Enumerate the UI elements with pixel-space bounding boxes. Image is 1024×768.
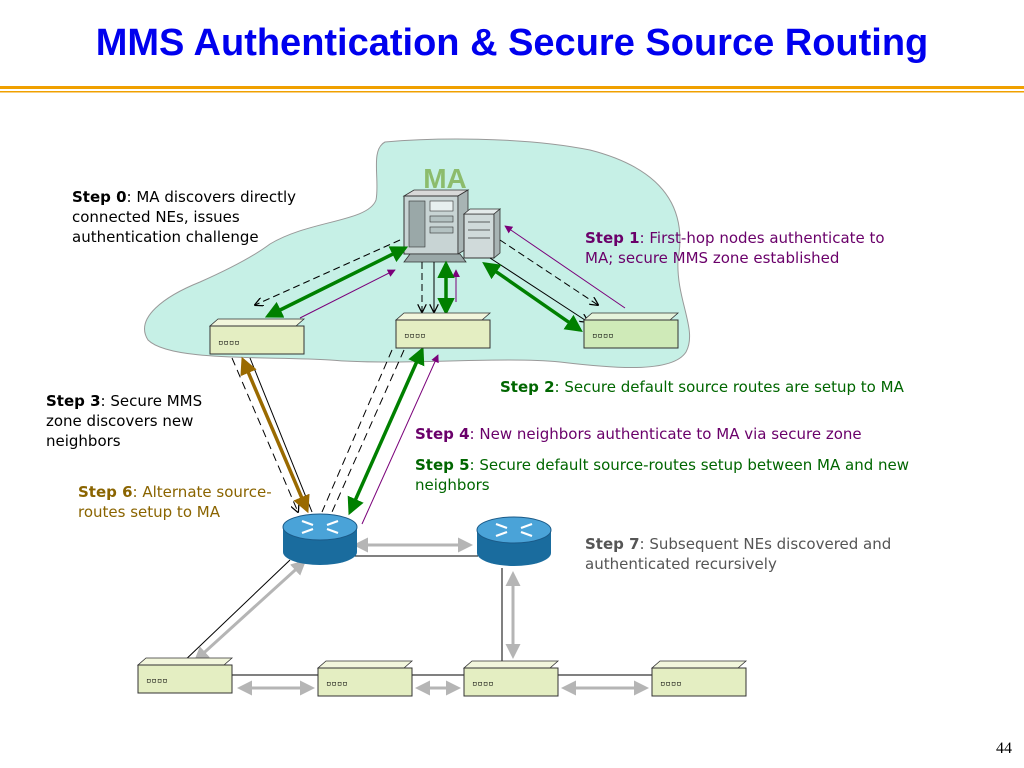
network-element-bottom-2: ▫▫▫▫ bbox=[316, 660, 414, 697]
step-0-annotation: Step 0: MA discovers directly connected … bbox=[72, 188, 297, 246]
title-underline bbox=[0, 86, 1024, 93]
ma-server-icon bbox=[402, 189, 502, 263]
network-element-zone-center: ▫▫▫▫ bbox=[394, 312, 492, 349]
network-element-bottom-4: ▫▫▫▫ bbox=[650, 660, 748, 697]
page-number: 44 bbox=[996, 740, 1012, 757]
step-7-annotation: Step 7: Subsequent NEs discovered and au… bbox=[585, 535, 892, 573]
router-icon-left bbox=[282, 513, 358, 565]
router-icon-right bbox=[476, 516, 552, 566]
step-6-annotation: Step 6: Alternate source-routes setup to… bbox=[78, 483, 272, 521]
network-element-bottom-1: ▫▫▫▫ bbox=[136, 657, 234, 694]
svg-text:▫▫▫▫: ▫▫▫▫ bbox=[660, 679, 682, 689]
svg-text:▫▫▫▫: ▫▫▫▫ bbox=[146, 676, 168, 686]
lower-links bbox=[179, 537, 652, 696]
router-links bbox=[231, 346, 439, 525]
step-4-annotation: Step 4: New neighbors authenticate to MA… bbox=[415, 425, 862, 443]
step-2-annotation: Step 2: Secure default source routes are… bbox=[500, 378, 904, 396]
slide-title: MMS Authentication & Secure Source Routi… bbox=[95, 22, 929, 64]
svg-text:▫▫▫▫: ▫▫▫▫ bbox=[326, 679, 348, 689]
network-element-bottom-3: ▫▫▫▫ bbox=[462, 660, 560, 697]
step-1-annotation: Step 1: First-hop nodes authenticate to … bbox=[585, 229, 885, 267]
svg-text:▫▫▫▫: ▫▫▫▫ bbox=[592, 331, 614, 341]
ma-label: MA bbox=[423, 163, 467, 194]
ma-links bbox=[255, 225, 626, 332]
step-3-annotation: Step 3: Secure MMS zone discovers new ne… bbox=[46, 392, 203, 450]
svg-text:▫▫▫▫: ▫▫▫▫ bbox=[218, 338, 240, 348]
step-5-annotation: Step 5: Secure default source-routes set… bbox=[415, 456, 910, 494]
svg-text:▫▫▫▫: ▫▫▫▫ bbox=[404, 331, 426, 341]
svg-text:▫▫▫▫: ▫▫▫▫ bbox=[472, 679, 494, 689]
network-element-zone-right: ▫▫▫▫ bbox=[582, 312, 680, 349]
network-element-zone-left: ▫▫▫▫ bbox=[208, 318, 306, 355]
